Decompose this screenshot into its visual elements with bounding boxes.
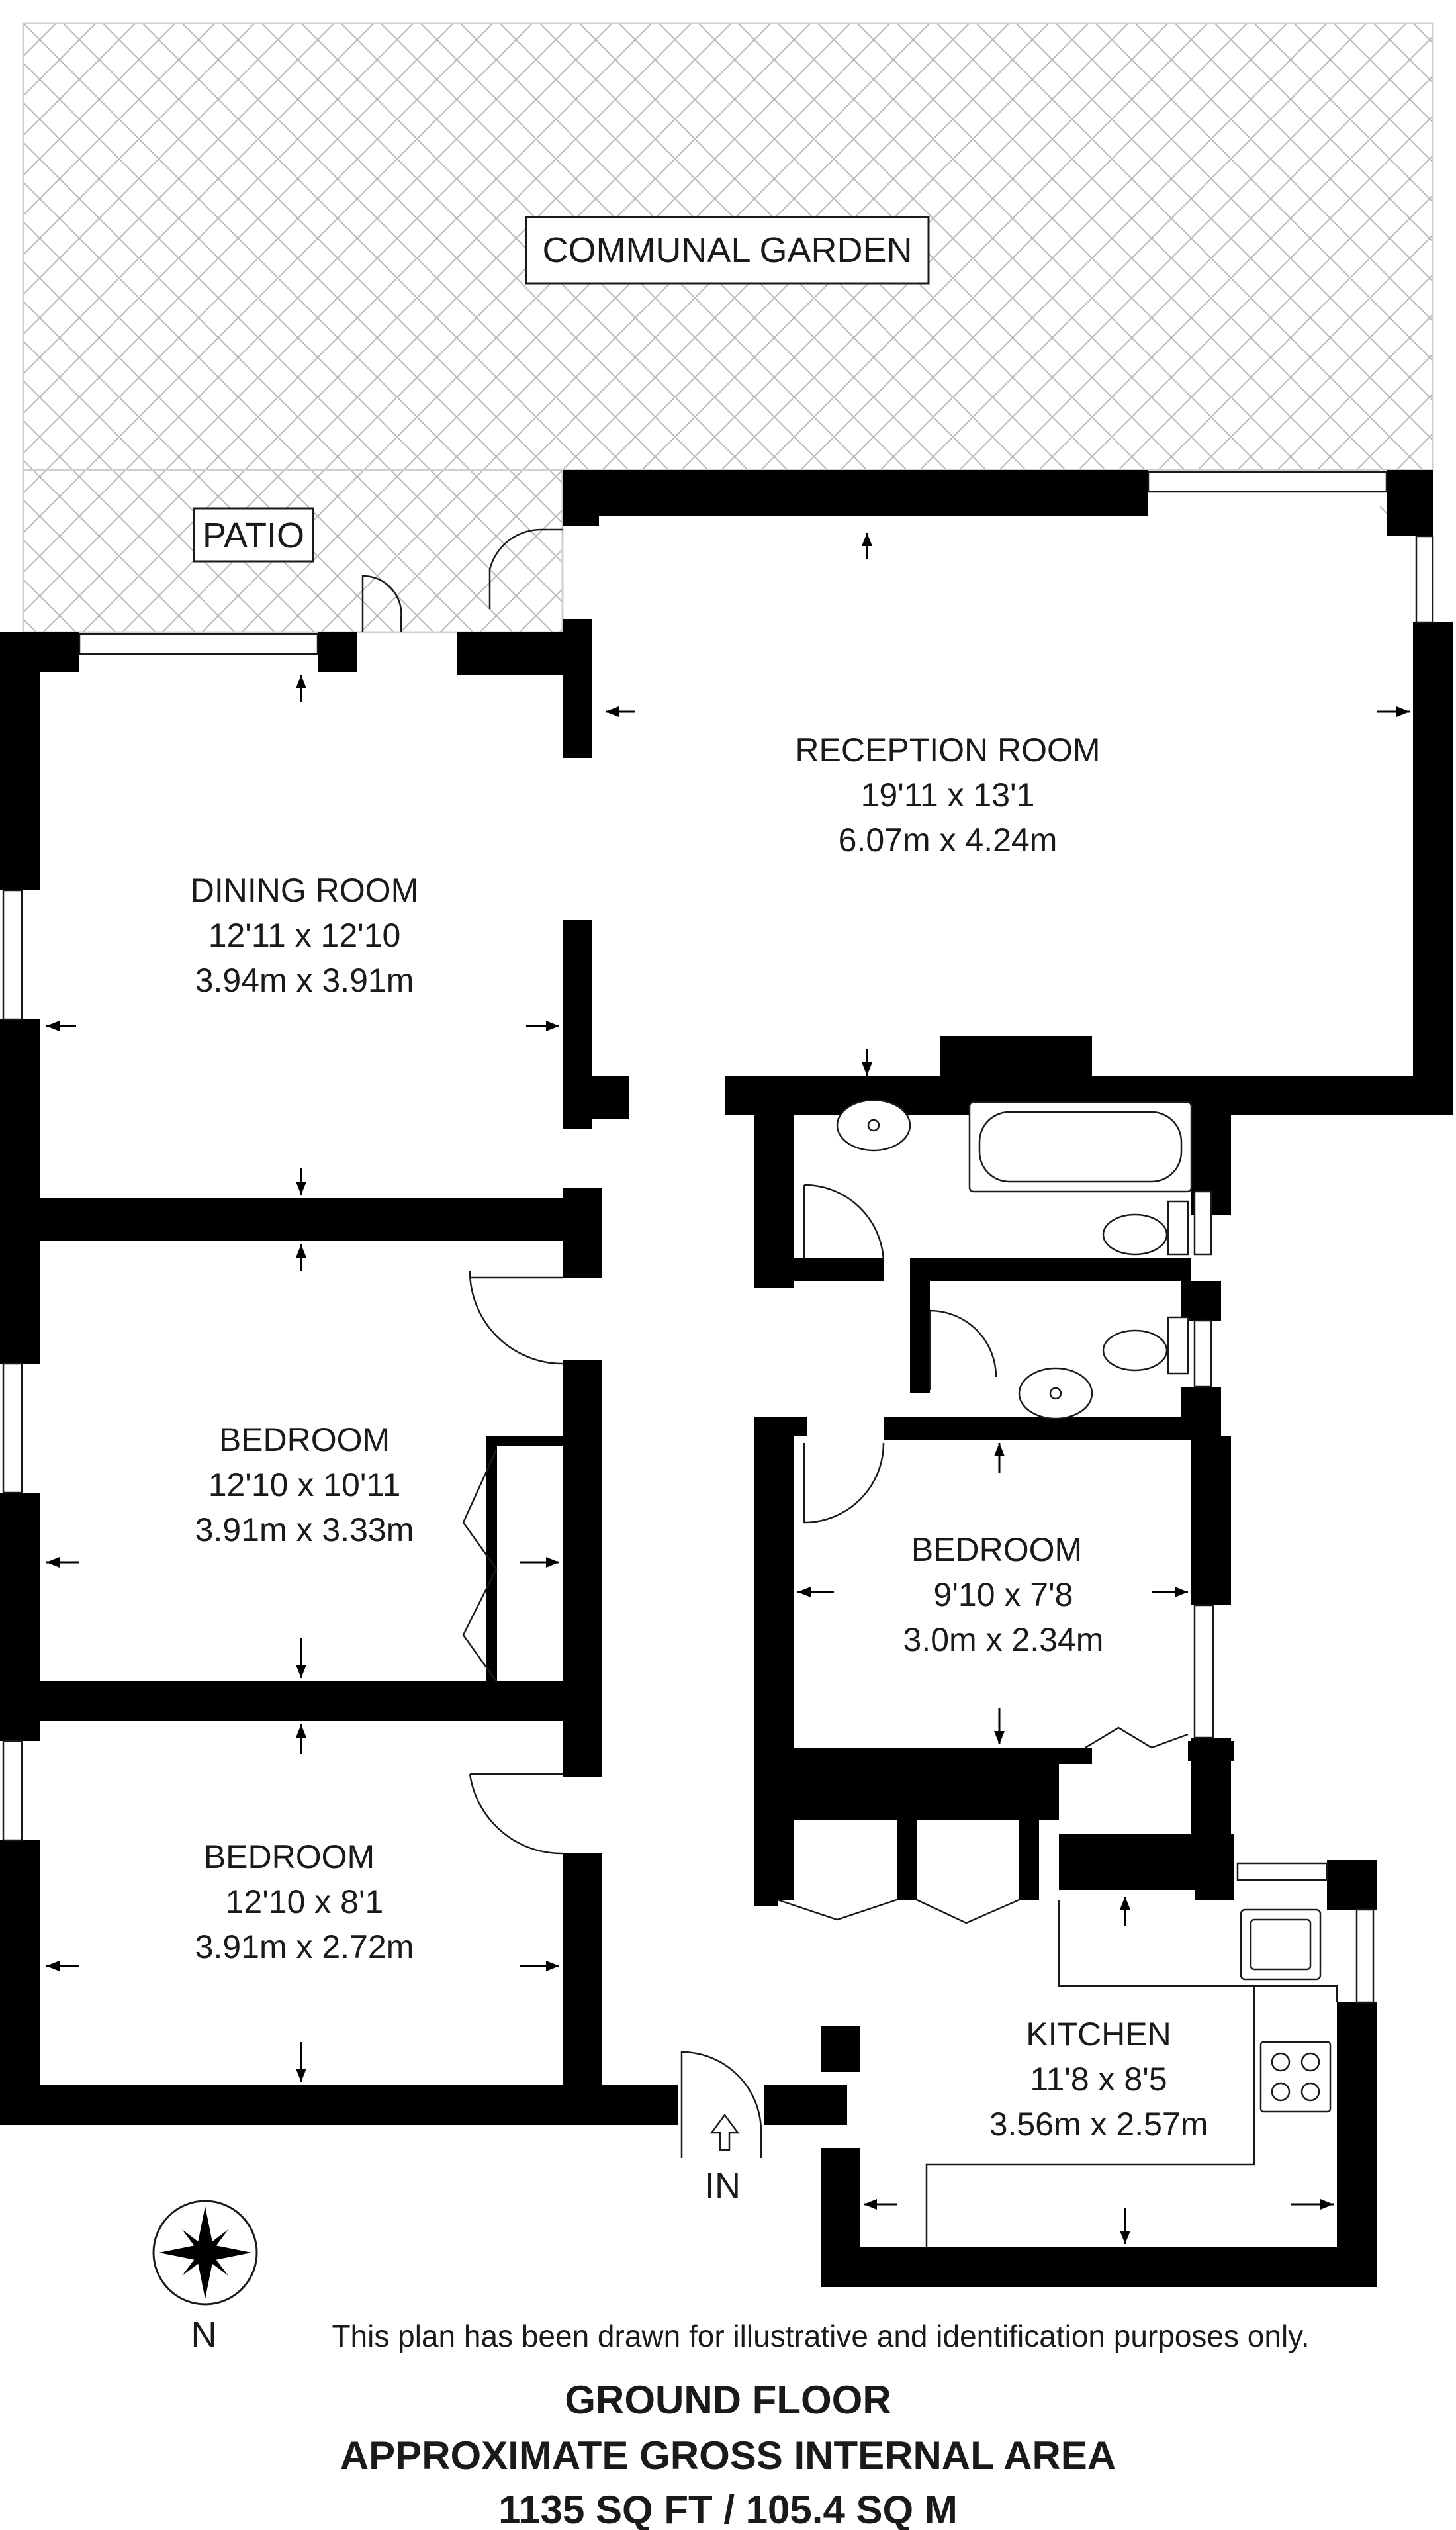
- entrance-label: IN: [705, 2166, 741, 2206]
- room-imperial: 12'11 x 12'10: [208, 917, 401, 954]
- bedroom-1-label: BEDROOM 12'10 x 10'11 3.91m x 3.33m: [195, 1421, 414, 1548]
- garden-label-box: [525, 216, 930, 285]
- hob: [1259, 2041, 1332, 2113]
- patio-label-box: [193, 507, 314, 563]
- room-imperial: 11'8 x 8'5: [1030, 2061, 1167, 2098]
- basin-bathroom: [836, 1099, 911, 1152]
- room-metric: 6.07m x 4.24m: [839, 821, 1058, 859]
- entrance-arrow-icon: [709, 2113, 740, 2151]
- room-imperial: 12'10 x 8'1: [226, 1883, 384, 1920]
- garden-label: COMMUNAL GARDEN: [542, 230, 912, 270]
- room-name: BEDROOM: [219, 1421, 390, 1458]
- wardrobe-doors-bed1: [462, 1449, 498, 1682]
- room-name: BEDROOM: [911, 1531, 1082, 1568]
- doors: [361, 528, 1189, 2158]
- room-metric: 3.94m x 3.91m: [195, 962, 414, 999]
- communal-garden: COMMUNAL GARDEN PATIO: [22, 22, 1434, 633]
- cupboard-doors: [777, 1898, 1020, 1924]
- room-metric: 3.56m x 2.57m: [989, 2106, 1208, 2143]
- area-value: 1135 SQ FT / 105.4 SQ M: [498, 2488, 958, 2530]
- kitchen-sink: [1240, 1908, 1322, 1981]
- room-name: DINING ROOM: [191, 872, 418, 909]
- kitchen-label: KITCHEN 11'8 x 8'5 3.56m x 2.57m: [989, 2016, 1208, 2143]
- room-metric: 3.91m x 3.33m: [195, 1511, 414, 1548]
- toilet-wc: [1102, 1329, 1168, 1372]
- toilet-bathroom: [1102, 1213, 1168, 1256]
- basin-wc: [1018, 1367, 1093, 1420]
- door-bathroom: [803, 1184, 885, 1262]
- room-floors: [40, 516, 1416, 2241]
- door-entrance: [680, 2051, 762, 2158]
- compass-rose-icon: [152, 2200, 258, 2306]
- windows: [2, 471, 1434, 2004]
- door-patio-reception: [488, 528, 563, 609]
- dining-room-label: DINING ROOM 12'11 x 12'10 3.94m x 3.91m: [191, 872, 418, 999]
- room-metric: 3.0m x 2.34m: [903, 1621, 1104, 1658]
- entrance-marker: IN: [705, 2113, 741, 2206]
- patio-label: PATIO: [203, 516, 304, 555]
- disclaimer-text: This plan has been drawn for illustrativ…: [332, 2319, 1309, 2353]
- room-name: RECEPTION ROOM: [795, 731, 1100, 769]
- door-bedroom2: [469, 1773, 563, 1855]
- wardrobe-doors-bed3: [1085, 1726, 1189, 1749]
- room-name: BEDROOM: [204, 1838, 375, 1875]
- room-imperial: 12'10 x 10'11: [208, 1466, 401, 1503]
- door-bedroom1: [469, 1270, 563, 1365]
- door-patio-dining: [361, 575, 402, 632]
- room-imperial: 9'10 x 7'8: [934, 1576, 1073, 1613]
- walls: [0, 470, 1453, 2287]
- room-imperial: 19'11 x 13'1: [861, 776, 1035, 814]
- bedroom-3-label: BEDROOM 9'10 x 7'8 3.0m x 2.34m: [903, 1531, 1104, 1658]
- area-title: APPROXIMATE GROSS INTERNAL AREA: [340, 2433, 1116, 2478]
- compass-north-label: N: [191, 2315, 217, 2355]
- fixtures: [836, 1099, 1338, 2247]
- kitchen-worktop: [925, 1900, 1255, 2247]
- bedroom-2-label: BEDROOM 12'10 x 8'1 3.91m x 2.72m: [195, 1838, 414, 1965]
- room-metric: 3.91m x 2.72m: [195, 1928, 414, 1965]
- room-name: KITCHEN: [1026, 2016, 1171, 2053]
- door-wc: [929, 1309, 997, 1390]
- dimension-arrows: [46, 533, 1410, 2244]
- floor-title: GROUND FLOOR: [565, 2378, 891, 2422]
- door-bedroom3: [803, 1442, 885, 1524]
- reception-room-label: RECEPTION ROOM 19'11 x 13'1 6.07m x 4.24…: [795, 731, 1100, 859]
